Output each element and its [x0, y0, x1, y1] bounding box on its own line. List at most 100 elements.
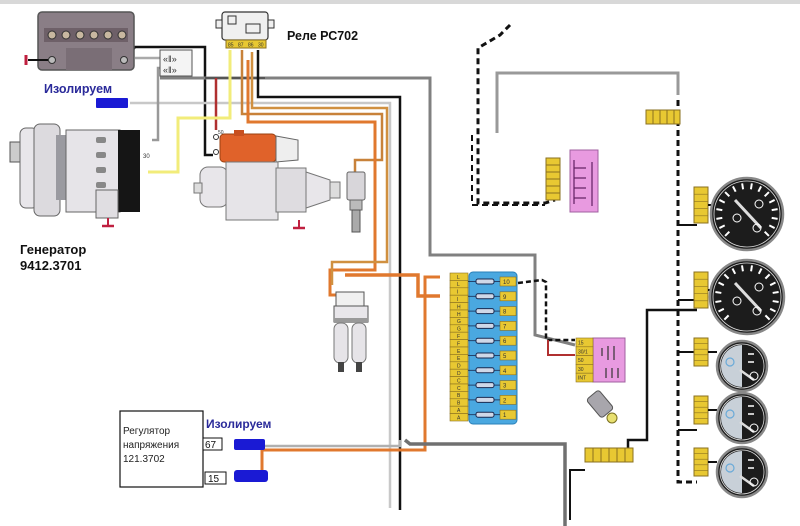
voltmeter: [693, 445, 769, 499]
wire-brown-1: [240, 50, 384, 172]
fuse-left-pin-label: E: [457, 356, 461, 362]
connector-bottom: [584, 447, 634, 463]
fuse-number: 5: [503, 354, 507, 360]
fuse-number: 10: [503, 280, 510, 286]
top-border: [0, 0, 800, 4]
fuse-left-pin-label: I: [457, 290, 458, 296]
wire-striped-top: [476, 23, 556, 205]
relay-pin-87: 87: [238, 43, 244, 49]
relay-pin-30: 30: [258, 43, 264, 49]
fuse: [475, 337, 495, 344]
wire-striped-top-2: [471, 135, 545, 206]
fuse: [475, 322, 495, 329]
fuse-left-pin: [449, 294, 469, 303]
oil-pressure-sensor: [346, 171, 366, 233]
fuse-number: 9: [503, 295, 507, 301]
switch-terminal-label: 30/1: [578, 349, 588, 355]
fuse-left-pin-label: C: [457, 378, 461, 384]
insulate-label-top: Изолируем: [44, 82, 112, 96]
fuse-number: 2: [503, 398, 507, 404]
wire-gray-regulator: [265, 440, 402, 448]
fuse: [475, 278, 495, 285]
fuse: [475, 293, 495, 300]
light-switch: [545, 149, 599, 213]
regulator-label-line1: Регулятор: [123, 426, 170, 437]
fuse-left-pin-label: C: [457, 386, 461, 392]
gauge-connector: [693, 186, 709, 224]
fuse-left-pin-label: B: [457, 393, 461, 399]
wire-black-bottom: [569, 469, 585, 520]
fuse-left-pin-label: G: [457, 319, 461, 325]
battery: [24, 11, 135, 71]
relay-pc702: 85 87 86 30: [215, 11, 275, 49]
gauge-connector: [693, 447, 709, 477]
gauge-connector: [693, 337, 709, 367]
fuse-left-pin: [449, 287, 469, 296]
svg-text:«‖»: «‖»: [163, 54, 177, 64]
generator: 30: [9, 123, 150, 228]
wire-black-gauges: [626, 308, 697, 448]
fuse-left-pin-label: A: [457, 408, 461, 414]
fuse-left-pin-label: H: [457, 304, 461, 310]
fuse-number: 3: [503, 384, 507, 390]
relay-label: Реле РС702: [287, 29, 358, 43]
wire-orange-fuse: [345, 273, 440, 298]
fuse-number: 8: [503, 310, 507, 316]
wire-brown-2: [250, 52, 389, 285]
starter: 50: [193, 130, 341, 230]
instrument-cluster: [693, 176, 786, 499]
fuse-left-pin-label: L: [457, 275, 460, 281]
switch-terminal-label: 50: [578, 358, 584, 364]
wire-gray-top-loop: [495, 71, 680, 133]
wire-red-switch: [547, 340, 575, 356]
wires: [124, 23, 697, 526]
generator-label-line2: 9412.3701: [20, 258, 81, 273]
wire-striped-fuse-switch: [517, 278, 575, 342]
fuse-left-pin-label: D: [457, 371, 461, 377]
wire-orange-1: [246, 60, 377, 297]
wire-yellow: [148, 50, 232, 174]
speedometer: [693, 176, 785, 252]
fuse: [475, 411, 495, 418]
fuse-left-pin: [449, 413, 469, 422]
wire-black-relay: [256, 50, 402, 510]
wire-darkgray-bottom: [403, 438, 567, 526]
insulate-marker-top: [96, 98, 128, 108]
battery-negative-terminal: [48, 56, 56, 64]
switch-terminal-label: INT: [578, 376, 586, 382]
fusible-link: «‖» «‖»: [159, 49, 193, 77]
temperature-gauge: [693, 391, 769, 445]
regulator-label-line2: напряжения: [123, 440, 179, 451]
relay-pin-85: 85: [228, 43, 234, 49]
wire-striped-bus: [676, 100, 697, 484]
insulate-marker-67: [234, 439, 265, 450]
connector-top-right: [645, 109, 681, 125]
generator-terminal-30: 30: [143, 154, 150, 160]
fuse-left-pin-label: I: [457, 297, 458, 303]
switch-terminal: [575, 372, 594, 383]
fuse: [475, 382, 495, 389]
fuse: [475, 308, 495, 315]
fuse: [475, 352, 495, 359]
relay-pin-86: 86: [248, 43, 254, 49]
fuse-left-pin-label: E: [457, 349, 461, 355]
fuse-left-pin-label: F: [457, 334, 460, 340]
fuse-left-pin-label: H: [457, 312, 461, 318]
fuse-left-pin-label: D: [457, 364, 461, 370]
ignition-coil: [333, 291, 369, 372]
fuse: [475, 367, 495, 374]
wire-gray-long: [160, 76, 576, 347]
fuse-left-pin-label: L: [457, 282, 460, 288]
fuse-left-pin-label: A: [457, 415, 461, 421]
regulator-label-line3: 121.3702: [123, 454, 165, 465]
fuse-left-pin-label: F: [457, 341, 460, 347]
switch-terminal-label: 15: [578, 341, 584, 347]
fuse-number: 1: [503, 413, 507, 419]
insulate-label-bottom: Изолируем: [206, 417, 272, 431]
fuel-gauge: [693, 337, 769, 393]
fuse-left-pin-label: G: [457, 327, 461, 333]
fuse-number: 4: [503, 369, 507, 375]
